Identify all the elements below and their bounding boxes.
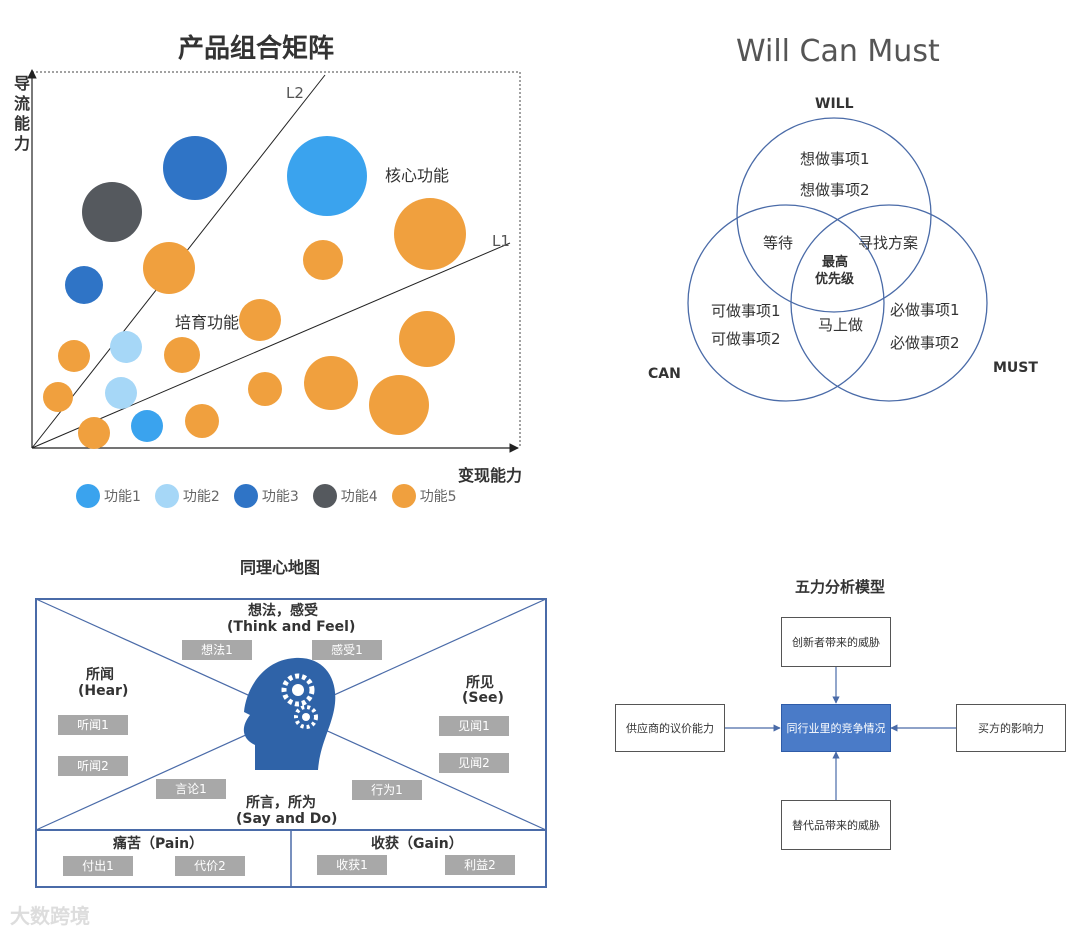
legend-dot-icon — [76, 484, 100, 508]
ff-new-entrants: 创新者带来的威胁 — [781, 617, 891, 667]
see-label: 所见 — [466, 675, 494, 691]
will-can-label: 等待 — [763, 234, 794, 252]
see-en: (See) — [462, 690, 504, 706]
bubble-f4 — [82, 182, 142, 242]
bubble-f5 — [143, 242, 195, 294]
can-must-label: 马上做 — [818, 316, 864, 334]
legend-label: 功能3 — [261, 489, 299, 505]
venn-title: Will Can Must — [736, 34, 940, 69]
core-feature-label: 核心功能 — [385, 166, 450, 185]
legend-label: 功能4 — [340, 489, 378, 505]
legend-item-f2: 功能2 — [154, 484, 220, 508]
line-l2-label: L2 — [286, 84, 304, 102]
ff-substitutes: 替代品带来的威胁 — [781, 800, 891, 850]
legend-item-f3: 功能3 — [233, 484, 299, 508]
bubble-f5 — [58, 340, 90, 372]
tag-see: 见闻2 — [439, 753, 509, 773]
must-item: 必做事项1 — [890, 301, 960, 319]
ff-suppliers: 供应商的议价能力 — [615, 704, 725, 752]
tag-do: 行为1 — [352, 780, 422, 800]
bubble-f5 — [185, 404, 219, 438]
hear-en: (Hear) — [78, 683, 129, 699]
bubble-f5 — [43, 382, 73, 412]
will-item: 想做事项2 — [800, 181, 870, 199]
legend-dot-icon — [391, 484, 416, 508]
tag-think: 想法1 — [182, 640, 252, 660]
empathy-title: 同理心地图 — [240, 558, 321, 577]
watermark-logo: 大数跨境 — [10, 900, 90, 929]
legend-item-f1: 功能1 — [76, 484, 141, 508]
bubble-f1 — [131, 410, 163, 442]
will-must-label: 寻找方案 — [858, 234, 919, 252]
matrix-title: 产品组合矩阵 — [178, 34, 335, 64]
center-label-2: 优先级 — [815, 272, 855, 287]
say-do-label: 所言，所为 — [246, 795, 316, 811]
bubble-f2 — [105, 377, 137, 409]
bubble-f5 — [369, 375, 429, 435]
think-feel-label: 想法，感受 — [248, 603, 318, 619]
tag-pain: 代价2 — [175, 856, 245, 876]
line-l1 — [31, 242, 511, 449]
tag-feel: 感受1 — [312, 640, 382, 660]
head-gear-icon — [243, 657, 336, 770]
tag-gain: 利益2 — [445, 855, 515, 875]
bubble-f5 — [394, 198, 466, 270]
legend-dot-icon — [154, 484, 179, 508]
line-l1-label: L1 — [492, 232, 510, 250]
matrix-legend: 功能1 功能2 功能3 功能4 功能5 — [76, 484, 457, 508]
say-do-en: (Say and Do) — [236, 811, 338, 827]
matrix-frame — [32, 71, 521, 446]
bubble-group — [43, 136, 466, 449]
empathy-map — [35, 598, 547, 888]
legend-item-f5: 功能5 — [391, 484, 457, 508]
legend-label: 功能1 — [104, 489, 141, 505]
must-item: 必做事项2 — [890, 334, 960, 352]
bubble-f1 — [287, 136, 367, 216]
ff-buyers: 买方的影响力 — [956, 704, 1066, 752]
bubble-f5 — [304, 356, 358, 410]
watermark-text: 大数跨境 — [10, 904, 90, 928]
bubble-f5 — [239, 299, 281, 341]
bubble-f5 — [399, 311, 455, 367]
legend-dot-icon — [233, 484, 258, 508]
bubble-f5 — [164, 337, 200, 373]
matrix-x-axis-label: 变现能力 — [458, 466, 523, 485]
venn-will-label: WILL — [815, 96, 854, 112]
ff-rivalry: 同行业里的竞争情况 — [781, 704, 891, 752]
pain-label: 痛苦（Pain） — [113, 836, 204, 852]
venn-must-circle — [790, 204, 988, 402]
tag-say: 言论1 — [156, 779, 226, 799]
gain-label: 收获（Gain） — [371, 836, 463, 852]
tag-hear: 听闻1 — [58, 715, 128, 735]
can-item: 可做事项1 — [711, 302, 781, 320]
venn-can-circle — [687, 204, 885, 402]
nurture-feature-label: 培育功能 — [175, 313, 240, 332]
tag-see: 见闻1 — [439, 716, 509, 736]
legend-dot-icon — [312, 484, 337, 508]
legend-item-f4: 功能4 — [312, 484, 378, 508]
venn-can-label: CAN — [648, 366, 681, 382]
hear-label: 所闻 — [86, 667, 114, 683]
can-item: 可做事项2 — [711, 330, 781, 348]
bubble-f5 — [303, 240, 343, 280]
legend-label: 功能2 — [182, 489, 220, 505]
will-item: 想做事项1 — [800, 150, 870, 168]
bubble-f3 — [65, 266, 103, 304]
bubble-f2 — [110, 331, 142, 363]
bubble-f5 — [78, 417, 110, 449]
tag-hear: 听闻2 — [58, 756, 128, 776]
matrix-y-axis-label: 导流能力 — [13, 74, 30, 153]
venn-must-label: MUST — [993, 360, 1038, 376]
five-forces-title: 五力分析模型 — [795, 578, 886, 596]
tag-pain: 付出1 — [63, 856, 133, 876]
think-feel-en: (Think and Feel) — [227, 619, 356, 635]
bubble-f3 — [163, 136, 227, 200]
legend-label: 功能5 — [419, 489, 457, 505]
tag-gain: 收获1 — [317, 855, 387, 875]
center-label-1: 最高 — [822, 255, 849, 270]
bubble-f5 — [248, 372, 282, 406]
